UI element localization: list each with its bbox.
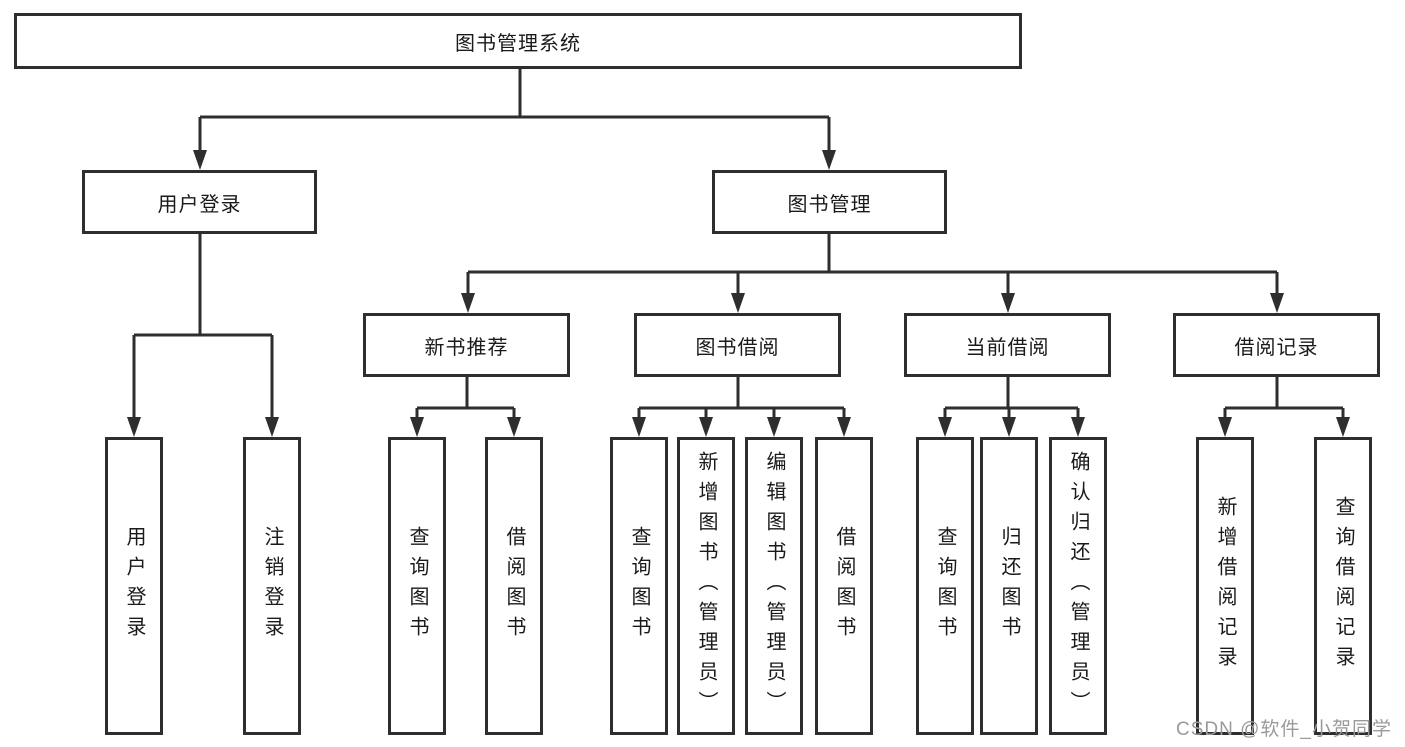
leaf-add-book-admin: 新增图书（管理员） [677,437,735,735]
leaf-search-books-recommend: 查询图书 [388,437,446,735]
leaf-return-books: 归还图书 [980,437,1038,735]
leaf-logout-login: 注销登录 [243,437,301,735]
leaf-add-borrow-record: 新增借阅记录 [1196,437,1254,735]
leaf-user-login: 用户登录 [105,437,163,735]
node-library-management-system: 图书管理系统 [14,13,1022,69]
leaf-confirm-return-admin: 确认归还（管理员） [1049,437,1107,735]
leaf-search-books-current: 查询图书 [916,437,974,735]
leaf-search-borrow-record: 查询借阅记录 [1314,437,1372,735]
node-new-book-recommend: 新书推荐 [363,313,570,377]
arrowheads [127,150,1350,437]
leaf-search-books-borrow: 查询图书 [610,437,668,735]
node-book-management: 图书管理 [712,170,947,234]
leaf-borrow-books-recommend: 借阅图书 [485,437,543,735]
csdn-watermark: CSDN @软件_小贺同学 [1176,719,1392,740]
node-current-borrow: 当前借阅 [904,313,1111,377]
node-borrow-records: 借阅记录 [1173,313,1380,377]
node-book-borrow: 图书借阅 [634,313,841,377]
leaf-edit-book-admin: 编辑图书（管理员） [745,437,803,735]
node-user-login: 用户登录 [82,170,317,234]
leaf-borrow-books: 借阅图书 [815,437,873,735]
